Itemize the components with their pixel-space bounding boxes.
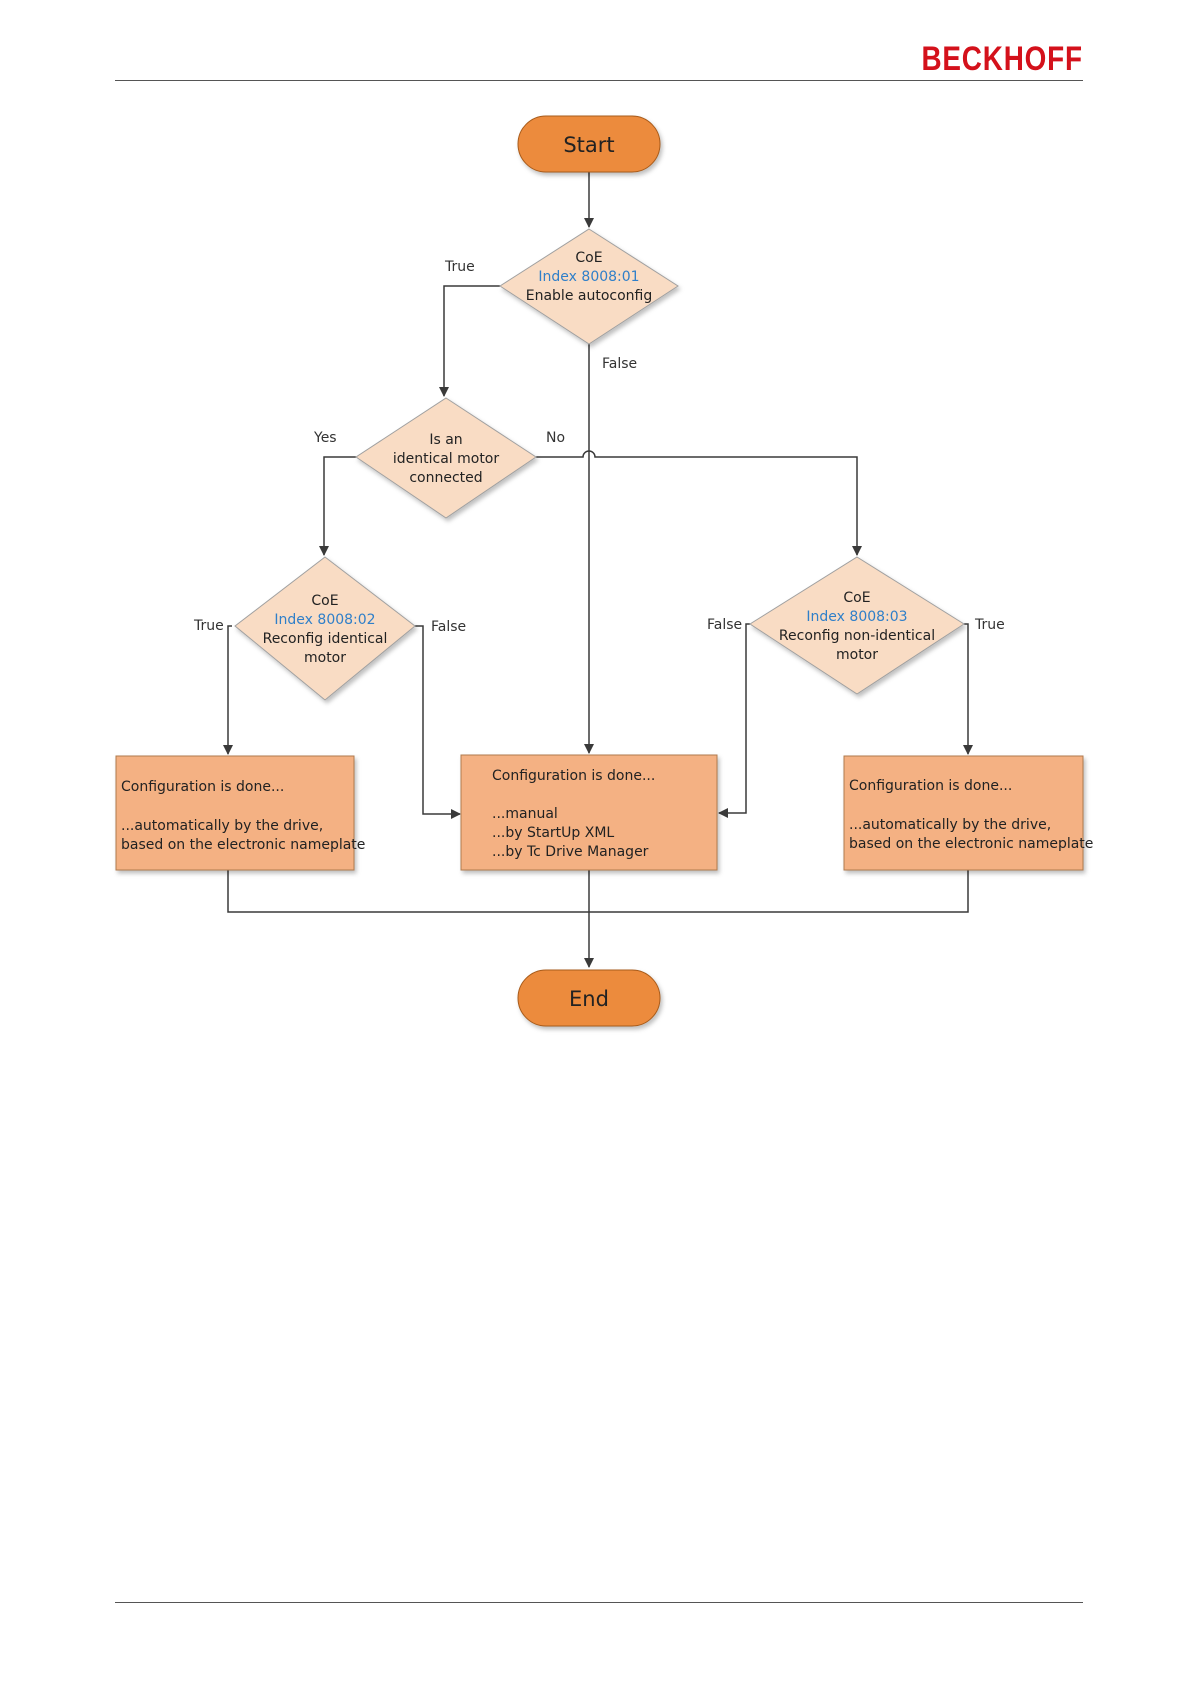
process-box-right-line2: ...automatically by the drive, <box>849 817 1051 833</box>
decision-identical-shape <box>355 397 537 519</box>
decision-reconfig-identical-line1: CoE <box>311 593 338 609</box>
process-box-right-shape <box>843 755 1084 871</box>
decision-autoconfig-index: Index 8008:01 <box>538 269 639 285</box>
decision-reconfig-identical-index: Index 8008:02 <box>274 612 375 628</box>
decision-autoconfig-line1: CoE <box>575 250 602 266</box>
label-false-right: False <box>707 617 742 633</box>
edge-identical-yes <box>319 456 356 556</box>
decision-reconfig-nonidentical-shape <box>749 556 965 695</box>
process-box-center-line2: ...manual <box>492 806 558 822</box>
start-shape <box>517 115 661 173</box>
decision-identical-line1: Is an <box>429 432 462 448</box>
decision-reconfig-identical-line3: Reconfig identical <box>263 631 388 647</box>
decision-reconfig-nonidentical-line3: Reconfig non-identical <box>779 628 935 644</box>
decision-autoconfig-line3: Enable autoconfig <box>526 288 653 304</box>
end-terminal: End <box>517 969 661 1027</box>
decision-reconfig-identical: CoE Index 8008:02 Reconfig identical mot… <box>234 556 416 701</box>
process-box-center: Configuration is done... ...manual ...by… <box>460 754 718 871</box>
edge-reconfig-nonidentical-true <box>963 623 973 755</box>
decision-reconfig-identical-shape <box>234 556 416 701</box>
process-box-left-shape <box>115 755 355 871</box>
footer-rule <box>115 1602 1083 1603</box>
decision-autoconfig: CoE Index 8008:01 Enable autoconfig <box>499 228 679 345</box>
label-true-right: True <box>974 617 1005 633</box>
label-true-left: True <box>193 618 224 634</box>
process-box-left: Configuration is done... ...automaticall… <box>115 755 365 871</box>
end-shape <box>517 969 661 1027</box>
decision-identical-line3: connected <box>409 470 482 486</box>
label-true-autoconfig: True <box>444 259 475 275</box>
decision-reconfig-identical-line4: motor <box>304 650 346 666</box>
edge-reconfig-identical-true <box>223 625 233 755</box>
process-box-left-line2: ...automatically by the drive, <box>121 818 323 834</box>
decision-reconfig-nonidentical-line4: motor <box>836 647 878 663</box>
label-false-left: False <box>431 619 466 635</box>
label-yes: Yes <box>313 430 337 446</box>
decision-reconfig-nonidentical: CoE Index 8008:03 Reconfig non-identical… <box>749 556 965 695</box>
process-box-right: Configuration is done... ...automaticall… <box>843 755 1093 871</box>
end-label: End <box>569 987 609 1011</box>
connectors <box>223 172 973 968</box>
edge-left-box-to-merge <box>227 870 969 913</box>
edge-autoconfig-true <box>439 285 500 397</box>
decision-autoconfig-shape <box>499 228 679 345</box>
process-box-left-line1: Configuration is done... <box>121 779 284 795</box>
decision-identical-line2: identical motor <box>393 451 500 467</box>
process-box-right-line1: Configuration is done... <box>849 778 1012 794</box>
label-false-autoconfig: False <box>602 356 637 372</box>
decision-identical-motor: Is an identical motor connected <box>355 397 537 519</box>
process-box-right-line3: based on the electronic nameplate <box>849 836 1093 852</box>
process-box-center-line4: ...by Tc Drive Manager <box>492 844 649 860</box>
edge-reconfig-identical-false <box>415 625 461 819</box>
edge-identical-no <box>536 450 862 556</box>
header-rule <box>115 80 1083 81</box>
process-box-left-line3: based on the electronic nameplate <box>121 837 365 853</box>
process-box-center-line3: ...by StartUp XML <box>492 825 614 841</box>
edge-reconfig-nonidentical-false <box>718 623 750 818</box>
beckhoff-logo: BECKHOFF <box>921 40 1083 78</box>
start-terminal: Start <box>517 115 661 173</box>
decision-reconfig-nonidentical-line1: CoE <box>843 590 870 606</box>
process-box-center-shape <box>460 754 718 871</box>
label-no: No <box>546 430 565 446</box>
process-box-center-line1: Configuration is done... <box>492 768 655 784</box>
decision-reconfig-nonidentical-index: Index 8008:03 <box>806 609 907 625</box>
start-label: Start <box>563 133 614 157</box>
